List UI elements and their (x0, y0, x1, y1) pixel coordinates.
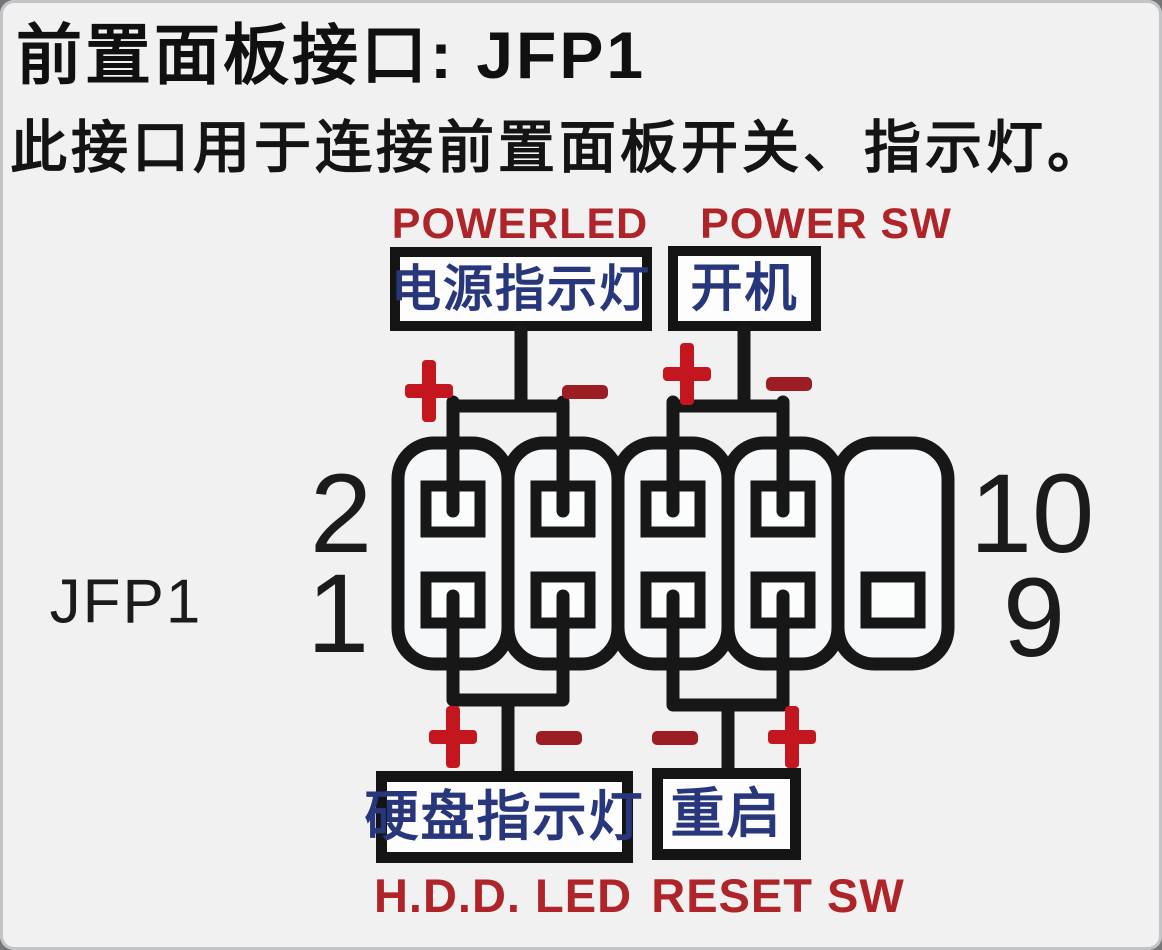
hdd-led-box-text: 硬盘指示灯 (364, 787, 645, 847)
pin-column-5 (831, 436, 955, 671)
wire-hdd-led (446, 589, 570, 781)
page-title: 前置面板接口: JFP1 (16, 18, 647, 92)
pin-9-square (860, 571, 926, 629)
hdd-led-minus-icon (536, 731, 582, 745)
powerled-box-text: 电源指示灯 (391, 261, 651, 317)
pin-number-10: 10 (969, 451, 1095, 576)
reset-sw-plus-icon (768, 706, 816, 768)
wire-power-sw (666, 322, 790, 518)
wire-reset-sw (666, 589, 790, 778)
connector-name: JFP1 (49, 567, 203, 637)
hdd-led-label: H.D.D. LED (373, 869, 633, 922)
powerled-plus-icon (405, 360, 453, 422)
wires (446, 322, 790, 781)
reset-sw-label: RESET SW (651, 869, 905, 922)
hdd-led-plus-icon (429, 706, 477, 768)
power-sw-plus-icon (663, 343, 711, 405)
reset-sw-minus-icon (652, 731, 698, 745)
reset-sw-box-text: 重启 (670, 784, 783, 844)
hdd-led-box: 硬盘指示灯 (365, 771, 643, 863)
power-sw-label: POWER SW (700, 200, 952, 248)
powerled-label: POWERLED (391, 200, 649, 248)
page-subtitle: 此接口用于连接前置面板开关、指示灯。 (10, 116, 1108, 180)
pin-number-1: 1 (306, 551, 370, 676)
power-sw-box-text: 开机 (690, 259, 799, 318)
reset-sw-box: 重启 (652, 768, 801, 860)
powerled-minus-icon (562, 385, 608, 399)
power-sw-minus-icon (766, 377, 812, 391)
powerled-box: 电源指示灯 (390, 247, 652, 331)
pin-number-9: 9 (1002, 555, 1066, 680)
wire-powerled (446, 322, 570, 518)
pin-number-2: 2 (309, 451, 373, 576)
